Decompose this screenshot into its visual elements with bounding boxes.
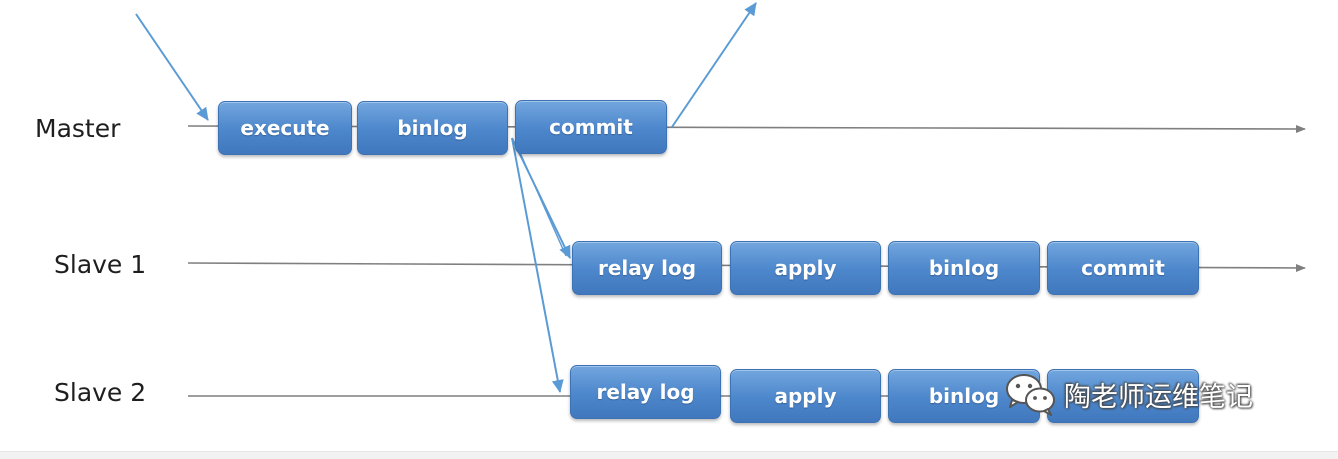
slave1-step-commit: commit xyxy=(1047,241,1199,295)
slave2-step-hidden xyxy=(1047,369,1199,423)
slave2-step-relay-log: relay log xyxy=(570,365,721,419)
step-label: relay log xyxy=(596,380,695,404)
master-step-execute: execute xyxy=(218,101,352,155)
step-label: binlog xyxy=(397,116,468,140)
step-label: execute xyxy=(240,116,330,140)
step-label: binlog xyxy=(928,384,1000,408)
master-step-commit: commit xyxy=(515,100,667,154)
binlog-to-slave1-arrow-2 xyxy=(517,147,567,257)
slave1-step-apply: apply xyxy=(730,241,881,295)
step-label: binlog xyxy=(928,256,1000,280)
step-label: commit xyxy=(549,115,633,139)
outgoing-arrow xyxy=(671,2,757,128)
incoming-arrow xyxy=(135,13,209,121)
master-step-binlog: binlog xyxy=(357,101,508,155)
step-label: apply xyxy=(774,384,837,408)
row-label-slave2: Slave 2 xyxy=(54,378,147,407)
watermark: 陶老师运维笔记 xyxy=(1004,372,1253,416)
slave1-step-binlog: binlog xyxy=(888,241,1040,295)
master-timeline xyxy=(187,124,1306,133)
watermark-text: 陶老师运维笔记 xyxy=(1064,381,1253,413)
step-label: apply xyxy=(774,256,837,280)
slave2-step-apply: apply xyxy=(730,369,881,423)
step-label: commit xyxy=(1081,256,1165,280)
row-label-master: Master xyxy=(35,114,121,143)
slave1-step-relay-log: relay log xyxy=(572,241,722,295)
binlog-to-slave1-arrow xyxy=(511,137,571,259)
wechat-icon xyxy=(1006,374,1055,416)
row-label-slave1: Slave 1 xyxy=(54,250,147,279)
bottom-bar xyxy=(0,451,1338,459)
binlog-to-slave2-arrow xyxy=(511,137,564,393)
step-label: relay log xyxy=(597,256,697,280)
